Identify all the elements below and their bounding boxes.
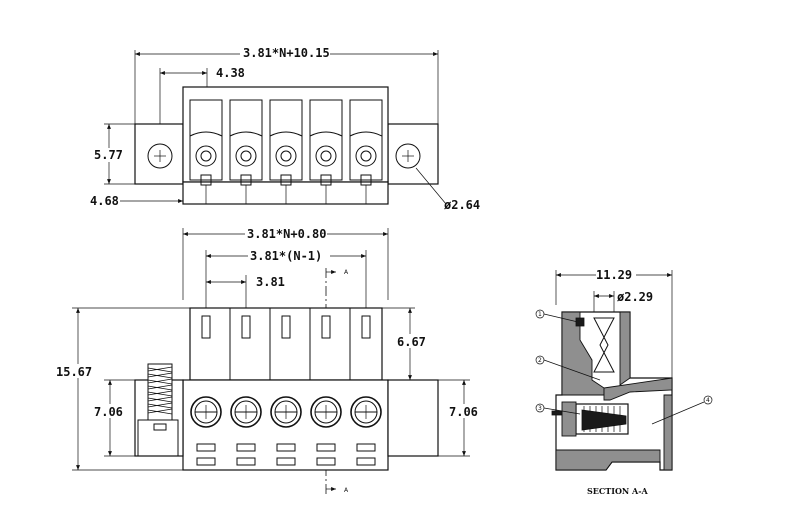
dim-hole-diameter: ø2.64 bbox=[444, 198, 480, 212]
dim-body-width: 3.81*N+0.80 bbox=[247, 227, 326, 241]
callout-1: 1 bbox=[535, 309, 585, 327]
svg-text:1: 1 bbox=[538, 311, 542, 318]
top-view-slots bbox=[189, 99, 383, 204]
dim-section-width: 11.29 bbox=[596, 268, 632, 282]
section-caption: SECTION A-A bbox=[587, 486, 649, 496]
front-view-pin-holes bbox=[196, 443, 376, 466]
svg-text:3: 3 bbox=[538, 405, 542, 412]
callout-4: 4 bbox=[651, 395, 713, 425]
dim-base-offset: 4.68 bbox=[90, 194, 119, 208]
dim-section-hole: ø2.29 bbox=[617, 290, 653, 304]
front-view-screws bbox=[190, 396, 382, 428]
section-mark-top: A bbox=[344, 269, 349, 276]
dim-left-lower-height: 7.06 bbox=[94, 405, 123, 419]
dim-right-lower-height: 7.06 bbox=[449, 405, 478, 419]
front-view: 3.81*N+0.80 3.81*(N-1) 3.81 A A bbox=[55, 226, 480, 494]
dim-overall-width: 3.81*N+10.15 bbox=[243, 46, 330, 60]
callout-2: 2 bbox=[535, 355, 601, 381]
svg-text:4: 4 bbox=[706, 397, 710, 404]
top-view: 3.81*N+10.15 4.38 bbox=[90, 45, 480, 212]
dim-pin-offset: 4.38 bbox=[216, 66, 245, 80]
section-mark-bottom: A bbox=[344, 487, 349, 494]
dim-total-height: 15.67 bbox=[56, 365, 92, 379]
dim-pin-span: 3.81*(N-1) bbox=[250, 249, 322, 263]
dim-pitch: 3.81 bbox=[256, 275, 285, 289]
callout-3: 3 bbox=[535, 403, 581, 415]
dim-height: 5.77 bbox=[94, 148, 123, 162]
svg-text:2: 2 bbox=[538, 357, 542, 364]
flange-screw bbox=[137, 363, 179, 457]
section-view: 11.29 ø2.29 1 2 bbox=[535, 267, 713, 496]
dim-upper-height: 6.67 bbox=[397, 335, 426, 349]
